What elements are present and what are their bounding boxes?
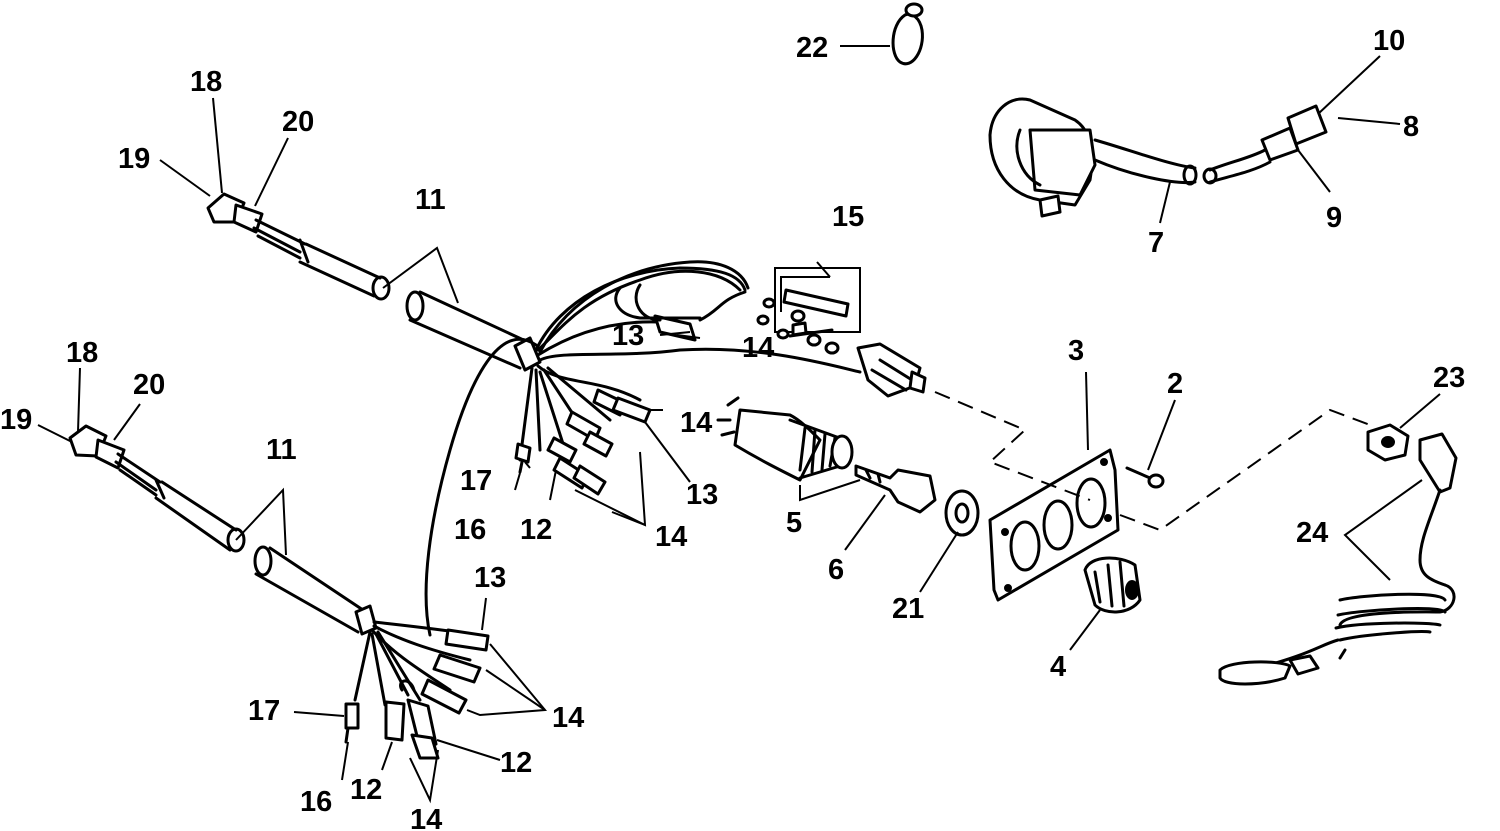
callout-20-upper: 20	[282, 106, 314, 138]
panel-screw	[1125, 466, 1165, 489]
lower-terminals	[344, 628, 490, 760]
callout-13-upper-left: 13	[612, 320, 644, 352]
callout-18-upper: 18	[190, 66, 222, 98]
lower-harness-plug	[68, 424, 246, 553]
callout-14-upper-mid: 14	[680, 407, 712, 439]
callout-5: 5	[786, 507, 802, 539]
callout-16-upper: 16	[454, 514, 486, 546]
lanyard-nut	[1366, 423, 1410, 462]
callout-12-lower-left: 12	[350, 774, 382, 806]
callout-10: 10	[1373, 25, 1405, 57]
clamp	[891, 2, 924, 66]
callout-6: 6	[828, 554, 844, 586]
lower-harness-cable	[68, 424, 472, 707]
washer	[944, 489, 980, 537]
callout-24: 24	[1296, 517, 1328, 549]
ignition-key	[854, 464, 937, 514]
callout-22: 22	[796, 32, 828, 64]
callout-14-lower-right: 14	[552, 702, 584, 734]
ignition-switch	[716, 396, 854, 482]
safety-lanyard	[1218, 432, 1458, 686]
callout-20-lower: 20	[133, 369, 165, 401]
upper-harness-plug	[206, 192, 391, 301]
upper-harness-cable	[206, 192, 862, 637]
callout-8: 8	[1403, 111, 1419, 143]
callout-19-upper: 19	[118, 143, 150, 175]
stop-switch-kit	[756, 267, 861, 355]
callout-12-lower-right: 12	[500, 747, 532, 779]
callout-13-lower: 13	[474, 562, 506, 594]
callout-11-top: 11	[415, 184, 446, 216]
callout-3: 3	[1068, 335, 1084, 367]
callout-2: 2	[1167, 368, 1183, 400]
callout-7: 7	[1148, 227, 1164, 259]
upper-terminals	[514, 283, 747, 496]
callout-15: 15	[832, 201, 864, 233]
callout-19-lower: 19	[0, 404, 32, 436]
callout-17-upper: 17	[460, 465, 492, 497]
callout-17-lower: 17	[248, 695, 280, 727]
callout-14-upper-top: 14	[742, 332, 774, 364]
callout-4: 4	[1050, 651, 1066, 683]
leader-lines	[37, 45, 1441, 804]
panel-nut	[1083, 556, 1142, 614]
callout-21: 21	[892, 593, 924, 625]
callout-16-lower: 16	[300, 786, 332, 818]
callout-11-bottom: 11	[266, 434, 297, 466]
callout-14-lower-bottom: 14	[410, 804, 442, 831]
kill-switch-body	[856, 342, 927, 398]
upper-return-wire	[538, 260, 750, 354]
callout-14-upper-low: 14	[655, 521, 687, 553]
callout-23: 23	[1433, 362, 1465, 394]
switch-panel-plate	[988, 448, 1120, 602]
upper-loop-wire	[534, 266, 747, 352]
callout-18-lower: 18	[66, 337, 98, 369]
callout-9: 9	[1326, 202, 1342, 234]
emergency-stop-switch	[988, 97, 1328, 218]
route-dashed-line-lanyard	[1119, 408, 1371, 532]
callout-13-upper-right: 13	[686, 479, 718, 511]
callout-12-upper: 12	[520, 514, 552, 546]
